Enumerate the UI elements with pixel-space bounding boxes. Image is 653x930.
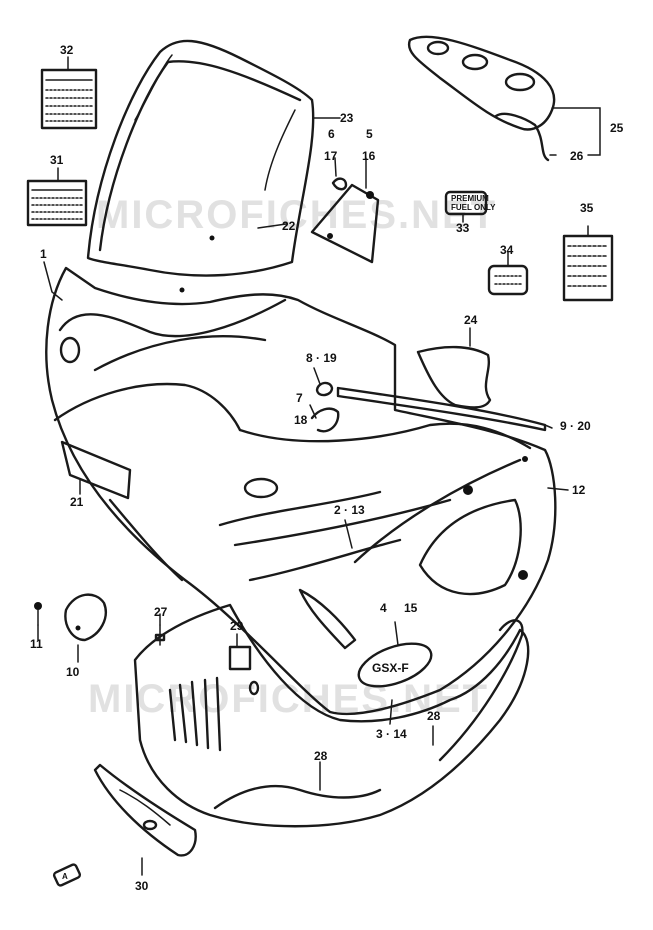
part-29-pad bbox=[228, 645, 252, 671]
label-p3-14: 3 · 14 bbox=[376, 727, 407, 741]
label-p22: 22 bbox=[282, 219, 296, 233]
label-p5: 5 bbox=[366, 127, 373, 141]
label-p24: 24 bbox=[464, 313, 478, 327]
label-p9-20: 9 · 20 bbox=[560, 419, 591, 433]
label-p30: 30 bbox=[135, 879, 149, 893]
label-p17: 17 bbox=[324, 149, 338, 163]
cowling-body bbox=[45, 266, 557, 716]
label-31-sticker bbox=[26, 179, 88, 227]
windscreen bbox=[86, 39, 315, 293]
label-p10: 10 bbox=[66, 665, 80, 679]
corner-stamp-text: A bbox=[62, 872, 68, 881]
watermark-top: MICROFICHES.NET bbox=[96, 193, 497, 237]
label-p27: 27 bbox=[154, 605, 168, 619]
label-p6: 6 bbox=[328, 127, 335, 141]
label-p21: 21 bbox=[70, 495, 84, 509]
label-p26: 26 bbox=[570, 149, 584, 163]
label-p18: 18 bbox=[294, 413, 308, 427]
label-p35: 35 bbox=[580, 201, 594, 215]
label-p31: 31 bbox=[50, 153, 64, 167]
label-33-line1: PREMIUM bbox=[451, 194, 489, 203]
label-p8-19: 8 · 19 bbox=[306, 351, 337, 365]
screw-6-17 bbox=[331, 177, 348, 191]
label-p34: 34 bbox=[500, 243, 514, 257]
label-p2-13: 2 · 13 bbox=[334, 503, 365, 517]
label-p28-right: 28 bbox=[427, 709, 441, 723]
emblem-4-15: GSX-F bbox=[357, 642, 433, 688]
label-p12: 12 bbox=[572, 483, 586, 497]
cover-10 bbox=[64, 593, 107, 642]
part-labels: 1 2 · 13 3 · 14 4 15 5 16 6 17 8 · 19 7 … bbox=[30, 43, 624, 893]
label-p4: 4 bbox=[380, 601, 387, 615]
label-32-sticker bbox=[40, 68, 98, 130]
insulator-30 bbox=[93, 763, 197, 857]
meter-cover-25 bbox=[407, 35, 556, 162]
trim-strip-9-20 bbox=[336, 386, 547, 432]
lower-cowl bbox=[133, 603, 530, 828]
label-p1: 1 bbox=[40, 247, 47, 261]
hose-7-18 bbox=[310, 407, 340, 433]
label-p15: 15 bbox=[404, 601, 418, 615]
fairing-logo: GSX-F bbox=[372, 661, 409, 675]
label-35-sticker bbox=[562, 234, 614, 302]
label-p23: 23 bbox=[340, 111, 354, 125]
corner-stamp: A bbox=[52, 863, 82, 887]
watermark-bottom: MICROFICHES.NET bbox=[88, 677, 489, 721]
leader-lines bbox=[37, 56, 601, 876]
label-p7: 7 bbox=[296, 391, 303, 405]
panel-24 bbox=[416, 345, 492, 409]
label-p33: 33 bbox=[456, 221, 470, 235]
label-p29: 29 bbox=[230, 619, 244, 633]
label-p28-lower: 28 bbox=[314, 749, 328, 763]
bracket-5-16 bbox=[310, 183, 380, 264]
label-p32: 32 bbox=[60, 43, 74, 57]
side-cowl-left bbox=[59, 336, 184, 582]
fastener-27 bbox=[154, 624, 166, 646]
bolt-11 bbox=[34, 602, 42, 626]
label-p11: 11 bbox=[30, 637, 43, 651]
label-33-line2: FUEL ONLY bbox=[451, 203, 496, 212]
label-34-sticker bbox=[487, 264, 529, 296]
label-p25: 25 bbox=[610, 121, 624, 135]
grommet-8-19 bbox=[315, 381, 334, 397]
label-33-sticker: PREMIUM FUEL ONLY bbox=[444, 190, 496, 216]
label-p16: 16 bbox=[362, 149, 376, 163]
